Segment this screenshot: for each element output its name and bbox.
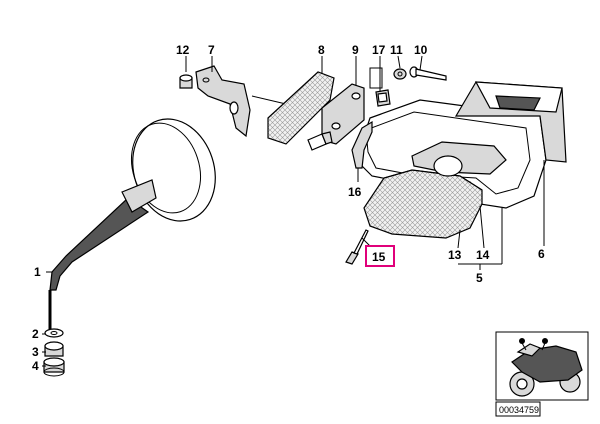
callout-12: 12 (176, 43, 190, 57)
washer-part (44, 328, 64, 338)
callout-7: 7 (208, 43, 215, 57)
screw-part (409, 66, 447, 81)
mirror-stem (48, 179, 157, 330)
callout-2: 2 (32, 327, 39, 341)
callout-8: 8 (318, 43, 325, 57)
clip-part (375, 89, 391, 107)
reference-number: 00034759 (499, 405, 539, 415)
callout-6: 6 (538, 247, 545, 261)
bulb-socket-part (307, 131, 333, 151)
motorcycle-thumbnail: 00034759 (495, 331, 589, 417)
callout-13: 13 (448, 248, 462, 262)
callout-1: 1 (34, 265, 41, 279)
callout-14: 14 (476, 248, 490, 262)
rubber-spacer-part (43, 357, 65, 377)
leader-lines (42, 55, 545, 367)
callout-9: 9 (352, 43, 359, 57)
housing-gasket-part (351, 120, 373, 169)
callout-17: 17 (372, 43, 386, 57)
callout-3: 3 (32, 345, 39, 359)
bulb-part (433, 155, 463, 177)
mounting-bracket-part (195, 65, 251, 138)
callout-15[interactable]: 15 (372, 250, 386, 264)
bracket-nut-part (179, 74, 193, 89)
callout-5: 5 (476, 271, 483, 285)
lens-screw-part (345, 229, 369, 265)
callout-15-highlight[interactable]: 15 (365, 245, 395, 267)
callout-4: 4 (32, 359, 39, 373)
callout-16: 16 (348, 185, 362, 199)
screw-nut-part (393, 68, 407, 80)
nut-part (44, 341, 64, 357)
callout-10: 10 (414, 43, 428, 57)
rear-lens-plate-part (267, 71, 335, 145)
front-lens-part (363, 169, 483, 239)
callout-11: 11 (390, 43, 403, 57)
